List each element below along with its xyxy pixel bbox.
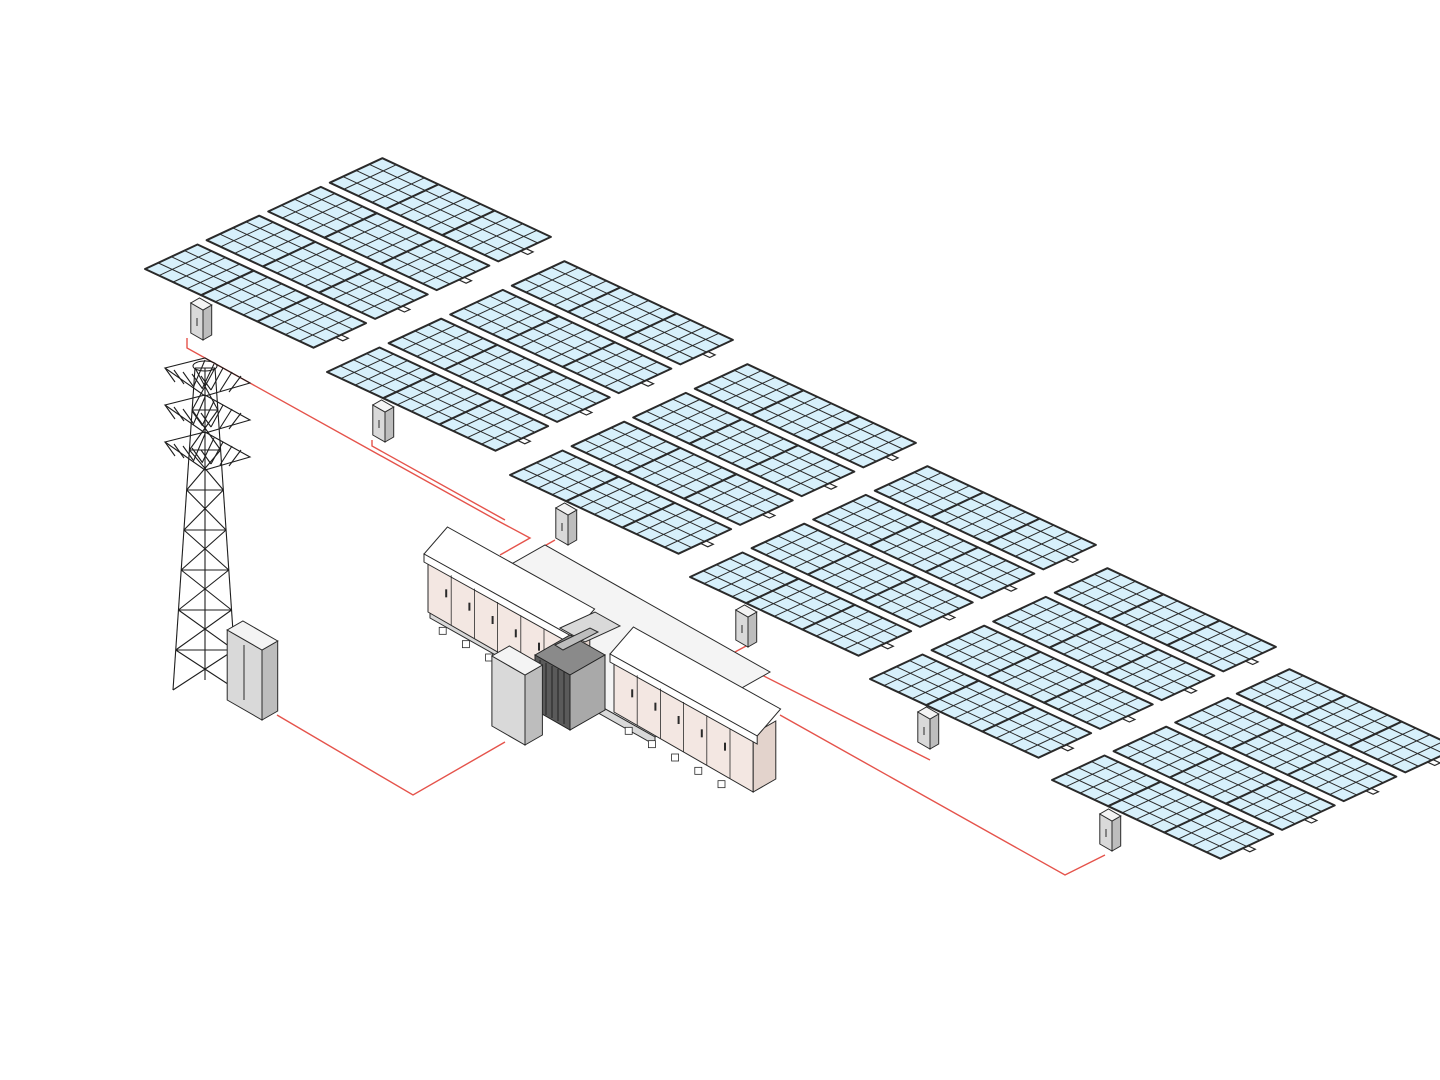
- solar-panel-icon: [1286, 749, 1398, 803]
- solar-panel-icon: [986, 517, 1097, 571]
- cabinet-icon: [226, 620, 279, 721]
- pv-block: [689, 465, 1097, 657]
- solar-panel-icon: [561, 341, 673, 395]
- cable-line: [779, 714, 1106, 876]
- transformer-icon: [533, 611, 622, 731]
- combiner-box-icon: [1098, 808, 1122, 852]
- combiner-boxes: [189, 297, 1122, 852]
- combiner-box-icon: [916, 706, 940, 750]
- solar-panel-icon: [621, 501, 733, 555]
- solar-panel-icon: [801, 603, 913, 657]
- solar-panel-icon: [1104, 648, 1216, 702]
- solar-panel-icon: [1348, 720, 1440, 774]
- solar-panel-icon: [806, 415, 917, 469]
- solar-array: [144, 157, 1440, 860]
- combiner-box-icon: [371, 399, 395, 443]
- grid-cabinet-icon: [226, 620, 279, 721]
- solar-panel-icon: [1043, 677, 1154, 730]
- solar-panel-icon: [441, 209, 552, 263]
- combiner-box-icon: [554, 502, 578, 546]
- solar-panel-icon: [623, 312, 734, 366]
- control-cabinet-icon: [490, 645, 544, 746]
- cable-line: [276, 714, 506, 796]
- solar-panel-icon: [256, 295, 368, 349]
- solar-panel-icon: [744, 444, 856, 498]
- solar-panel-icon: [981, 705, 1093, 759]
- solar-panel-icon: [438, 398, 550, 452]
- combiner-box-icon: [734, 604, 758, 648]
- solar-panel-icon: [1163, 806, 1275, 860]
- cable-line: [371, 440, 506, 521]
- pv-block: [144, 157, 552, 349]
- solar-panel-icon: [683, 473, 794, 526]
- combiner-box-icon: [189, 297, 213, 341]
- inverter-house-icon: [609, 626, 782, 793]
- cable-line: [741, 664, 931, 761]
- solar-panel-icon: [924, 546, 1036, 600]
- solar-panel-icon: [318, 267, 429, 320]
- cable-network: [186, 338, 1106, 876]
- solar-panel-icon: [1166, 619, 1277, 673]
- solar-panel-icon: [500, 370, 611, 423]
- pv-block: [326, 260, 734, 452]
- solar-panel-icon: [863, 575, 974, 628]
- inverter-station: [423, 526, 782, 793]
- pv-block: [1051, 668, 1440, 860]
- solar-panel-icon: [379, 238, 491, 292]
- cable-line: [186, 338, 532, 556]
- pv-block: [869, 567, 1277, 759]
- pv-block: [509, 363, 917, 555]
- solar-panel-icon: [1225, 778, 1336, 831]
